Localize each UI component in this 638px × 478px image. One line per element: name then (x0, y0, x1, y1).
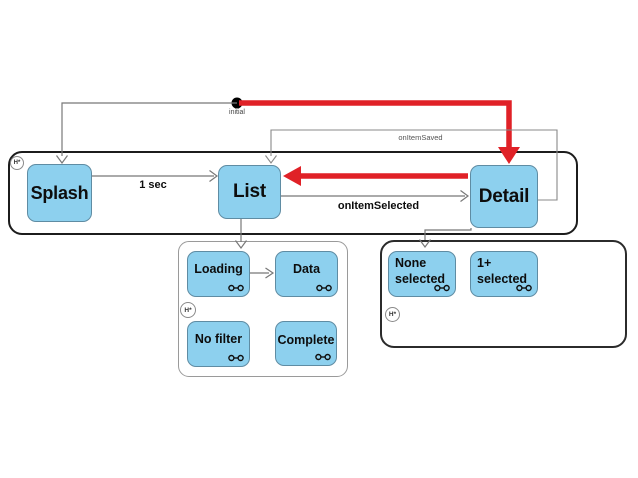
state-complete: Complete (275, 321, 337, 366)
transition-detail-to-noneselected-line (424, 228, 472, 240)
arrowhead-into-noneselected (419, 239, 431, 249)
submachine-link-icon (516, 284, 532, 292)
state-no-filter-label: No filter (194, 332, 243, 346)
list-submachine-container (178, 241, 348, 377)
arrowhead-onitemselected (460, 190, 470, 202)
red-arrowhead-into-list (283, 166, 301, 186)
state-none-selected-label: None selected (395, 256, 446, 286)
red-arrowhead-into-detail (498, 147, 520, 164)
initial-state-label: initial (229, 109, 245, 116)
state-loading-label: Loading (194, 262, 243, 276)
submachine-link-icon (228, 284, 244, 292)
arrowhead-onitemsaved-into-list (265, 155, 277, 164)
transition-onitemsaved-label: onItemSaved (398, 133, 443, 142)
state-data: Data (275, 251, 338, 297)
arrowhead-into-data (265, 267, 275, 279)
main-region-container (8, 151, 578, 235)
arrowhead-1sec (209, 170, 219, 182)
detail-submachine-container (380, 240, 627, 348)
state-none-selected: None selected (388, 251, 456, 297)
submachine-link-icon (434, 284, 450, 292)
state-no-filter: No filter (187, 321, 250, 367)
arrowhead-into-splash (56, 155, 68, 165)
red-arrow-initial-to-detail-line (239, 100, 512, 149)
history-pseudostate-main: H* (10, 156, 24, 170)
submachine-link-icon (316, 284, 332, 292)
arrowhead-into-loading (235, 240, 247, 250)
state-one-plus-selected-label: 1+ selected (477, 256, 528, 286)
history-pseudostate-list: H* (180, 302, 196, 318)
transition-onitemsaved-line (270, 129, 558, 201)
state-list: List (218, 165, 281, 219)
state-splash: Splash (27, 164, 92, 222)
state-one-plus-selected: 1+ selected (470, 251, 538, 297)
submachine-link-icon (315, 353, 331, 361)
transition-initial-to-splash-line (61, 102, 237, 156)
history-pseudostate-detail: H* (385, 307, 400, 322)
state-complete-label: Complete (277, 332, 335, 347)
transition-1sec-label: 1 sec (139, 179, 167, 191)
state-loading: Loading (187, 251, 250, 297)
state-detail: Detail (470, 165, 538, 228)
state-data-label: Data (292, 262, 321, 276)
submachine-link-icon (228, 354, 244, 362)
transition-onitemselected-label: onItemSelected (337, 200, 420, 212)
